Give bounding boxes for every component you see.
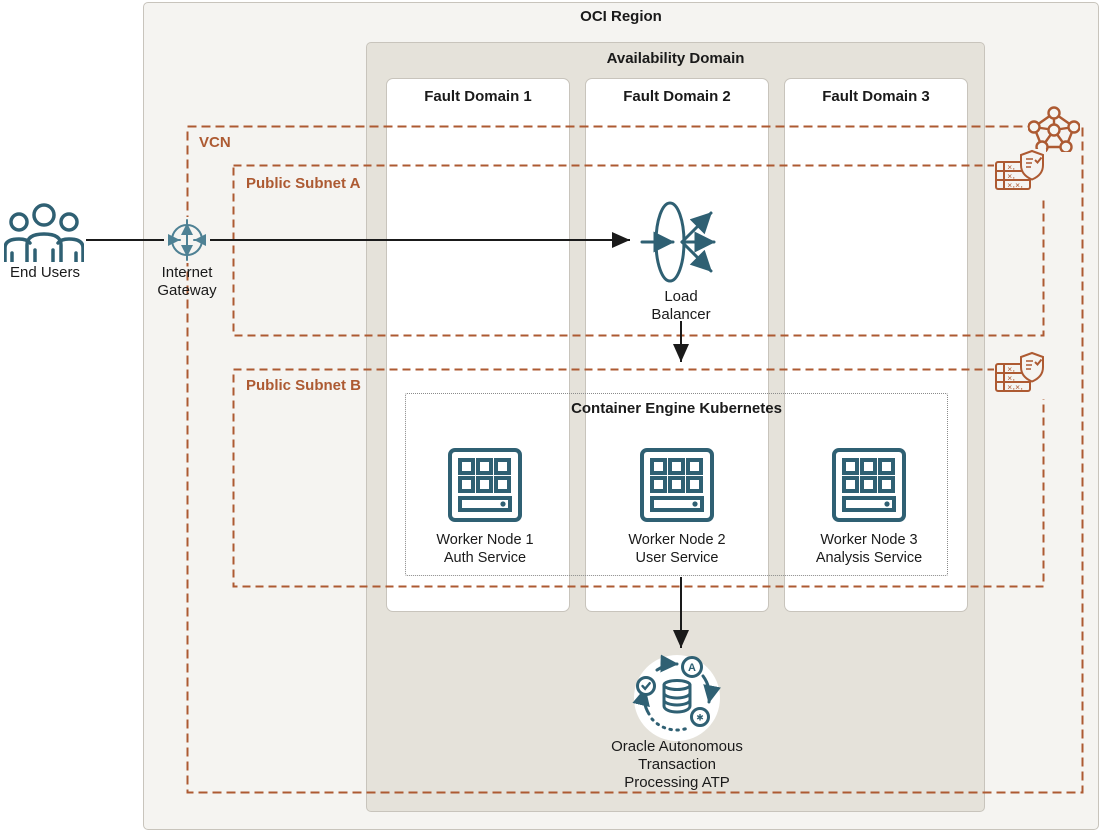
internet-gateway-icon [164,217,210,263]
fault-domain-2-title: Fault Domain 2 [623,88,731,105]
vcn-label: VCN [199,134,231,151]
internet-gateway-label: Internet Gateway [157,264,217,299]
autonomous-database-atp-icon: A ✱ [632,653,722,743]
svg-text:✱: ✱ [696,714,704,724]
svg-text:A: A [688,662,696,674]
svg-text:✕.✕.: ✕.✕. [1007,384,1023,392]
svg-text:✕.: ✕. [1007,366,1015,374]
container-engine-kubernetes-title: Container Engine Kubernetes [571,400,782,417]
svg-text:✕.: ✕. [1007,173,1015,181]
load-balancer-label: Load Balancer [651,288,711,323]
load-balancer-icon [640,198,724,286]
end-users-icon [4,202,84,262]
worker-node-2-icon [639,447,715,523]
public-subnet-a-label: Public Subnet A [246,175,361,192]
availability-domain-title: Availability Domain [606,50,745,67]
route-table-security-list-icon-a: ✕. ✕. ✕.✕. [994,149,1046,197]
atp-label: Oracle Autonomous Transaction Processing… [611,738,743,791]
worker-node-1-icon [447,447,523,523]
route-table-security-list-icon-b: ✕. ✕. ✕.✕. [994,351,1046,399]
svg-text:✕.: ✕. [1007,164,1015,172]
svg-text:✕.: ✕. [1007,375,1015,383]
end-users-label: End Users [9,264,81,281]
public-subnet-b-label: Public Subnet B [246,377,362,394]
svg-text:✕.✕.: ✕.✕. [1007,182,1023,190]
worker-node-3-label: Worker Node 3 Analysis Service [815,532,923,566]
worker-node-2-label: Worker Node 2 User Service [628,532,726,566]
vcn-network-icon [1028,106,1080,152]
worker-node-1-label: Worker Node 1 Auth Service [436,532,534,566]
oci-region-title: OCI Region [580,8,662,25]
worker-node-3-icon [831,447,907,523]
fault-domain-1-title: Fault Domain 1 [424,88,532,105]
fault-domain-3-title: Fault Domain 3 [822,88,930,105]
